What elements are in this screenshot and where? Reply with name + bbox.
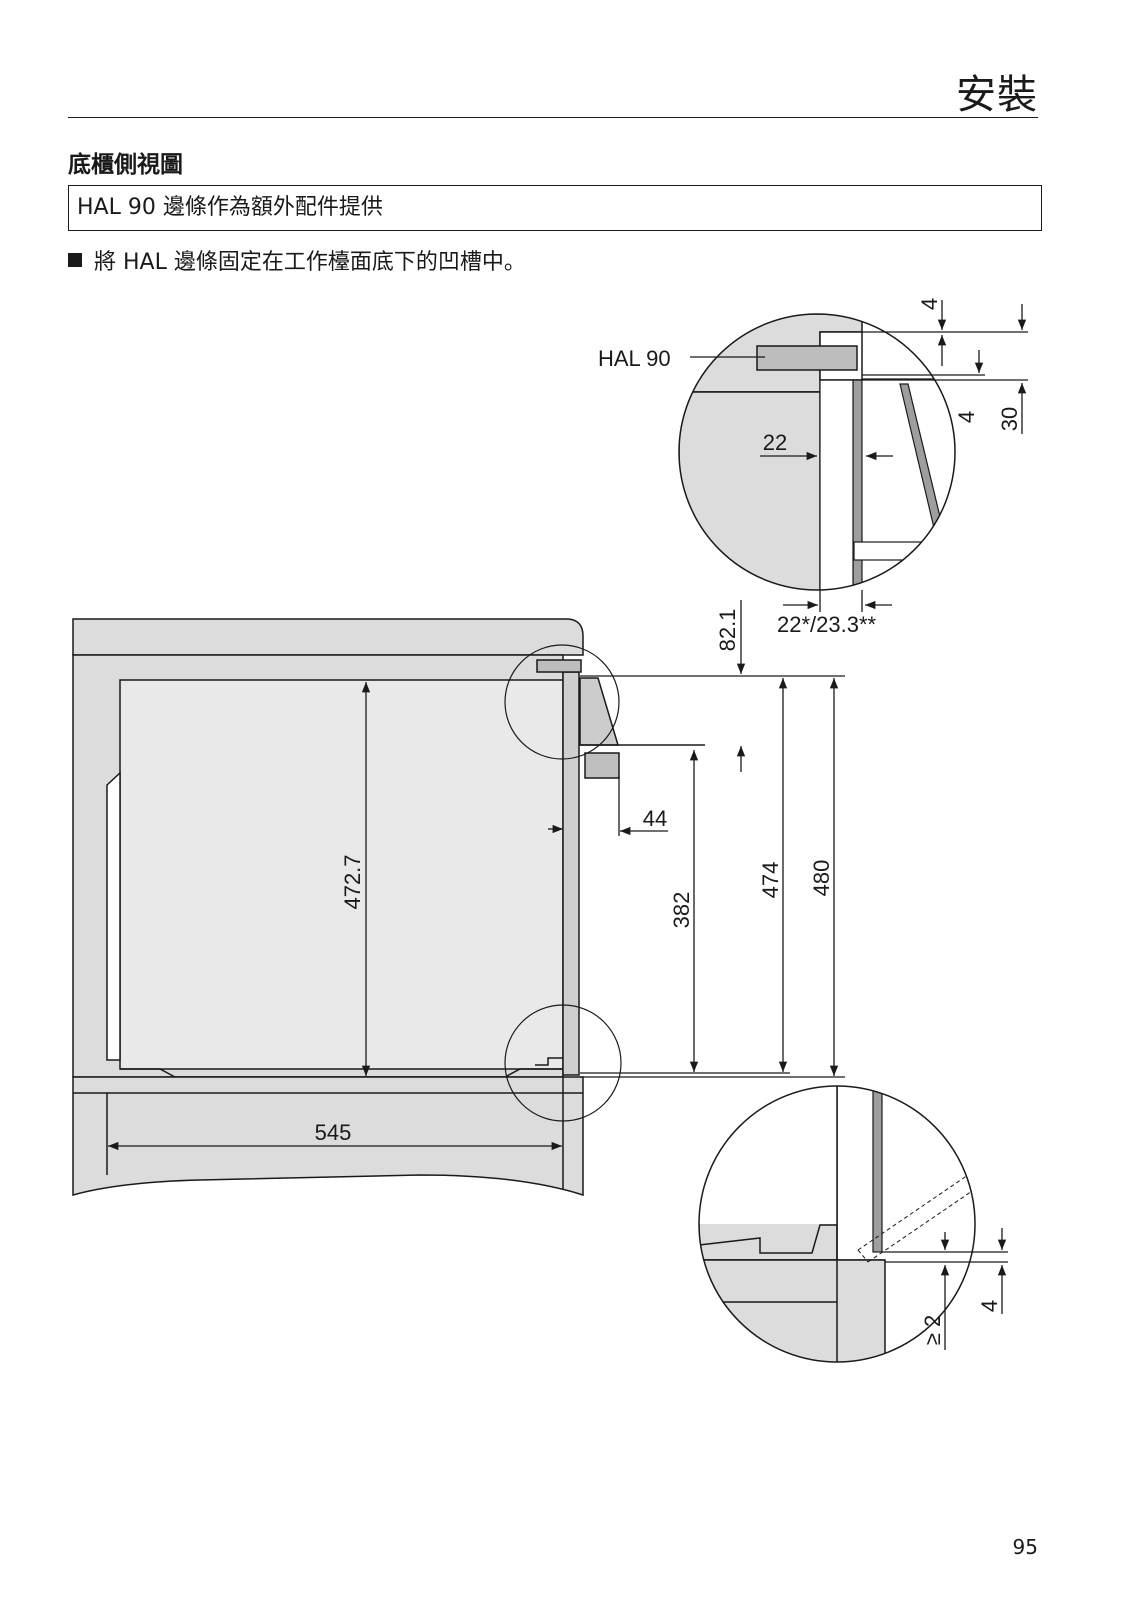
detail-circle-bottom-marker — [504, 1004, 622, 1122]
cabinet-body — [72, 618, 705, 1197]
bullet-square-icon — [68, 253, 82, 267]
dim-front-thickness: 22*/23.3** — [777, 612, 877, 637]
detail-circle-top-marker — [504, 644, 620, 760]
dim-bottom-gap-4: 4 — [977, 1300, 1002, 1312]
top-detail-dimension-lines — [690, 300, 1028, 612]
accessory-note: HAL 90 邊條作為額外配件提供 — [68, 185, 1042, 231]
dim-strip-gap-4: 4 — [954, 411, 979, 423]
dim-545: 545 — [315, 1120, 352, 1145]
dim-480: 480 — [809, 860, 834, 897]
dim-min-gap-2: ≥ 2 — [920, 1315, 945, 1345]
dim-82-1: 82.1 — [715, 609, 740, 652]
bottom-detail-dimension-lines — [882, 1228, 1008, 1350]
dim-depth-22: 22 — [763, 430, 787, 455]
hal-90-callout-label: HAL 90 — [598, 346, 671, 371]
top-detail-circle — [678, 313, 956, 591]
bottom-detail-circle — [698, 1085, 976, 1363]
page-number: 95 — [1012, 1535, 1038, 1559]
instruction-text: 將 HAL 邊條固定在工作檯面底下的凹槽中。 — [94, 250, 526, 275]
main-dimension-lines — [108, 600, 845, 1151]
dim-strip-height-30: 30 — [997, 407, 1022, 431]
dim-472-7: 472.7 — [340, 854, 365, 909]
section-title: 安裝 — [956, 72, 1038, 118]
dim-474: 474 — [758, 862, 783, 899]
instruction-line: 將 HAL 邊條固定在工作檯面底下的凹槽中。 — [68, 244, 526, 276]
top-detail-view — [679, 314, 955, 590]
dim-44: 44 — [643, 806, 667, 831]
header-rule — [68, 117, 1038, 118]
diagram-heading: 底櫃側視圖 — [68, 152, 183, 178]
dim-top-gap-4: 4 — [917, 298, 942, 310]
dim-382: 382 — [669, 892, 694, 929]
